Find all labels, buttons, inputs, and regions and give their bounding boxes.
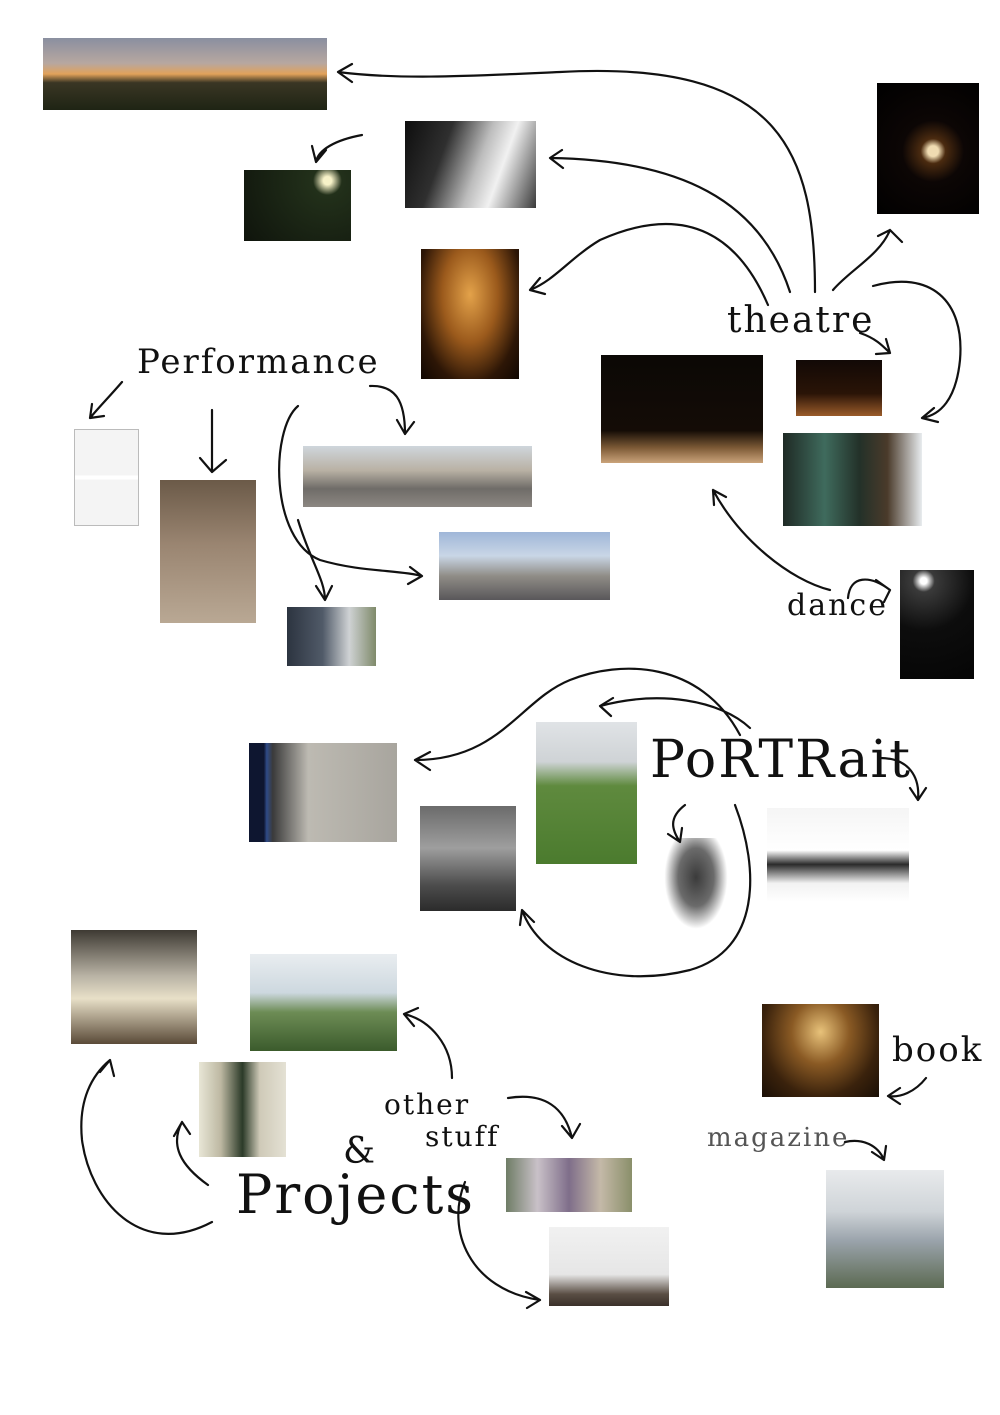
arrow-portrait-to-curly-woman: [666, 803, 687, 844]
projects-label[interactable]: Projects: [236, 1163, 476, 1226]
arrow-theatre-to-silhouette: [528, 223, 770, 307]
staircase-bw-photo[interactable]: [405, 121, 536, 208]
office-building-photo[interactable]: [826, 1170, 944, 1288]
stage-figures-photo[interactable]: [783, 433, 922, 526]
arrow-performance-to-cards: [88, 380, 124, 420]
dancer-stage-photo[interactable]: [601, 355, 763, 463]
man-spotlight-photo[interactable]: [244, 170, 351, 241]
arrow-theatre-to-staircase: [548, 148, 792, 294]
performance-label[interactable]: Performance: [137, 342, 380, 382]
city-square-crowd-photo[interactable]: [303, 446, 532, 507]
two-portraits-cards-photo[interactable]: [74, 429, 139, 526]
portrait-label[interactable]: PoRTRait: [650, 730, 912, 790]
dark-stage-box-photo[interactable]: [877, 83, 979, 214]
woman-measuring-photo[interactable]: [287, 607, 376, 666]
balcony-valley-photo[interactable]: [250, 954, 397, 1051]
arrow-theatre-to-stage-figures: [871, 280, 962, 424]
man-bending-photo[interactable]: [160, 480, 256, 623]
elevator-hall-photo[interactable]: [199, 1062, 286, 1157]
white-room-man-photo[interactable]: [549, 1227, 669, 1306]
arrow-to-man-spotlight: [310, 133, 364, 164]
arrow-magazine-to-office: [843, 1139, 888, 1162]
arrow-theatre-to-dark-box: [831, 228, 904, 292]
arrow-performance-to-measuring: [296, 518, 334, 602]
arrow-performance-to-square: [368, 384, 416, 436]
theatre-label[interactable]: theatre: [727, 300, 875, 341]
woman-sitting-table-photo[interactable]: [249, 743, 397, 842]
sunset-panorama-photo[interactable]: [43, 38, 327, 110]
other-stuff-label-line2[interactable]: stuff: [425, 1120, 500, 1153]
other-stuff-label-line1[interactable]: other: [384, 1088, 471, 1121]
magazine-label[interactable]: magazine: [707, 1123, 850, 1153]
dance-label[interactable]: dance: [787, 588, 888, 623]
dark-room-dancer-photo[interactable]: [900, 570, 974, 679]
arrow-otherstuff-to-masked-group: [506, 1095, 582, 1140]
small-stage-dancer-photo[interactable]: [796, 360, 882, 416]
woman-silhouette-photo[interactable]: [421, 249, 519, 379]
masked-group-photo[interactable]: [506, 1158, 632, 1212]
church-dome-photo[interactable]: [762, 1004, 879, 1097]
street-wall-group-photo[interactable]: [420, 806, 516, 911]
curly-hair-woman-photo[interactable]: [660, 838, 732, 936]
arrow-projects-to-gallery: [80, 1058, 214, 1235]
arrow-performance-to-man-bending: [198, 408, 228, 474]
ampersand-label: &: [343, 1131, 378, 1172]
city-street-panorama-photo[interactable]: [439, 532, 610, 600]
book-label[interactable]: book: [892, 1030, 984, 1070]
snow-table-group-photo[interactable]: [767, 808, 909, 902]
group-on-grass-photo[interactable]: [536, 722, 637, 864]
arrow-book-to-church: [886, 1076, 928, 1106]
gallery-room-photo[interactable]: [71, 930, 197, 1044]
arrow-otherstuff-to-balcony: [402, 1006, 454, 1080]
